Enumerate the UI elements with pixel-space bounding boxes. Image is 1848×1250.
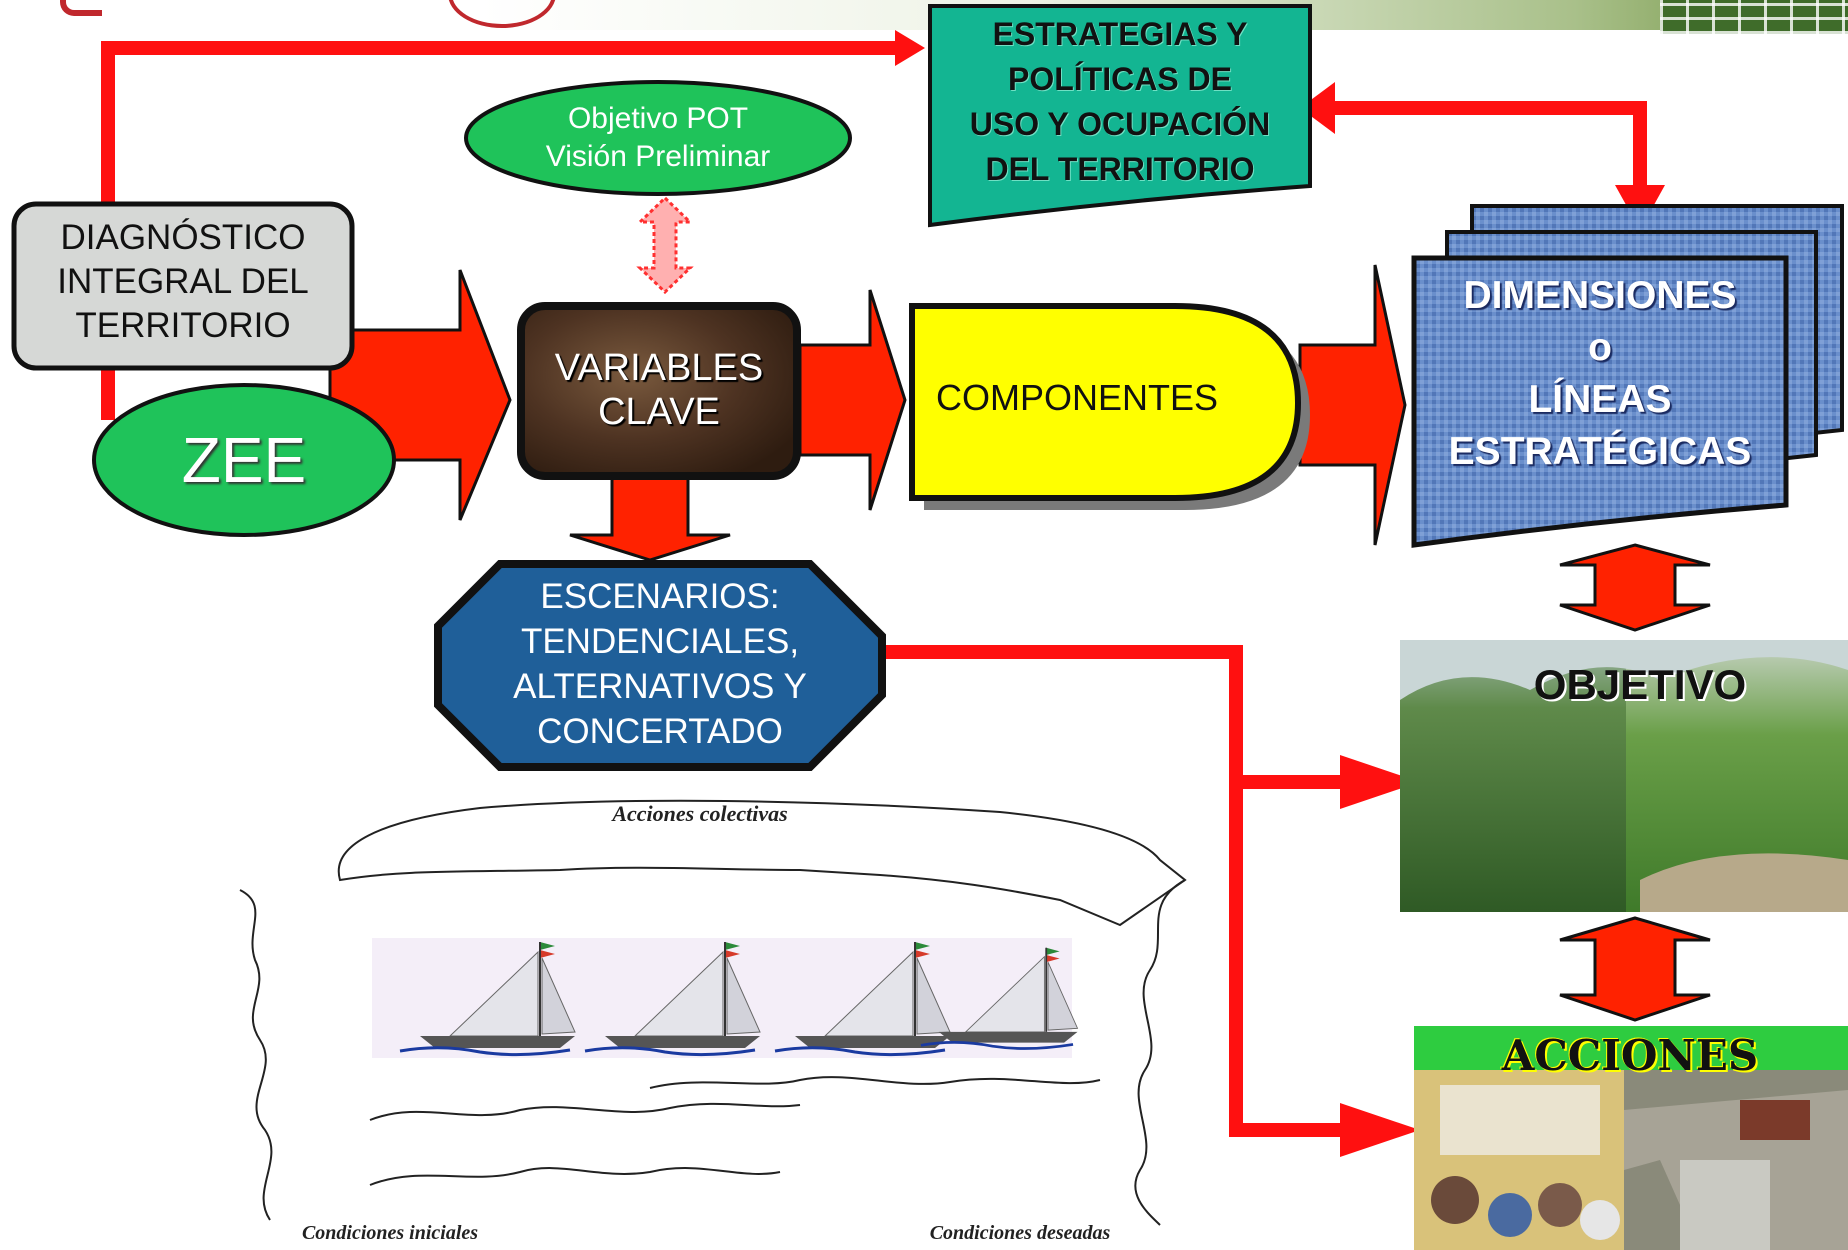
componentes-shape (909, 303, 1302, 501)
acciones-colectivas-label: Acciones colectivas (612, 801, 788, 826)
estrategias-line-3: USO Y OCUPACIÓN (969, 106, 1271, 142)
double-arrow-objetivo-acciones (1559, 916, 1711, 1022)
dimensiones-line-4: ESTRATÉGICAS (1448, 430, 1752, 473)
escenarios-line-4: CONCERTADO (537, 712, 783, 751)
zee-oval (92, 383, 396, 537)
objetivo-photo (1400, 640, 1848, 912)
double-arrows (1559, 543, 1711, 1022)
zee-label: ZEE (181, 424, 307, 496)
dimensiones-line-3: LÍNEAS (1528, 378, 1672, 421)
escenarios-octagon (434, 560, 886, 771)
escenarios-label: ESCENARIOS: TENDENCIALES, ALTERNATIVOS Y… (438, 574, 882, 754)
connector-estrategias-to-dimensiones (1330, 101, 1647, 190)
sailboat-icon (575, 936, 765, 1058)
collective-actions-illustration (239, 799, 1187, 1226)
arrowhead-acciones (1340, 1103, 1420, 1157)
diagnostico-box (11, 201, 355, 371)
objetivo-pot-line-2: Visión Preliminar (545, 140, 771, 173)
arrowhead-objetivo (1340, 755, 1420, 809)
dimensiones-front-page (1411, 255, 1789, 548)
estrategias-label: ESTRATEGIAS Y POLÍTICAS DE USO Y OCUPACI… (930, 12, 1310, 192)
dimensiones-line-2: o (1588, 326, 1612, 369)
objetivo-pot-label: Objetivo POT Visión Preliminar (466, 100, 850, 176)
componentes-label: COMPONENTES (935, 377, 1219, 418)
escenarios-line-1: ESCENARIOS: (540, 577, 780, 616)
arrowhead-estrategias (895, 30, 925, 66)
arrowhead-into-estrategias (1300, 82, 1335, 134)
diagnostico-label: DIAGNÓSTICO INTEGRAL DEL TERRITORIO (14, 216, 352, 348)
arrow-componentes-to-dimensiones (1298, 264, 1407, 546)
variables-clave-box (517, 302, 801, 480)
sailboat-icon (765, 936, 955, 1058)
objetivo-pot-oval (464, 80, 852, 196)
objetivo-label: OBJETIVO (1533, 661, 1747, 708)
diagnostico-line-3: TERRITORIO (75, 306, 291, 345)
estrategias-line-1: ESTRATEGIAS Y (992, 16, 1248, 52)
wave-line-3 (369, 1167, 781, 1186)
objetivo-pot-line-1: Objetivo POT (567, 102, 749, 135)
estrategias-line-2: POLÍTICAS DE (1007, 61, 1232, 97)
curved-arrow-acciones-colectivas (337, 799, 1187, 927)
wave-line-2 (369, 1102, 801, 1121)
block-arrows (328, 264, 1407, 562)
right-shore-line (1134, 879, 1186, 1226)
left-shore-line (239, 889, 273, 1221)
updown-arrow-objetivo-pot (636, 195, 694, 295)
escenarios-line-2: TENDENCIALES, (520, 622, 800, 661)
variables-clave-line-2: CLAVE (598, 391, 720, 433)
globe-corner-image (1660, 0, 1848, 34)
variables-clave-label: VARIABLES CLAVE (521, 346, 797, 434)
wave-line-1 (649, 1076, 1101, 1089)
estrategias-line-4: DEL TERRITORIO (985, 151, 1255, 187)
connector-escenarios-to-objetivo (870, 645, 1340, 1137)
diagnostico-line-1: DIAGNÓSTICO (60, 218, 306, 257)
condiciones-iniciales-label: Condiciones iniciales (301, 1222, 479, 1244)
escenarios-line-3: ALTERNATIVOS Y (513, 667, 807, 706)
acciones-photo (1414, 1026, 1848, 1250)
dimensiones-line-1: DIMENSIONES (1463, 274, 1737, 317)
sailboat-icon (912, 936, 1082, 1058)
sailboat-icon (390, 936, 580, 1058)
condiciones-deseadas-label: Condiciones deseadas (929, 1222, 1111, 1244)
arrow-variables-to-escenarios (569, 473, 731, 562)
variables-clave-line-1: VARIABLES (554, 347, 764, 389)
double-arrow-dimensiones-objetivo (1559, 543, 1711, 632)
arrow-variables-to-componentes (798, 289, 907, 511)
logo-fragment (60, 0, 102, 16)
acciones-label: ACCIONES (1501, 1031, 1759, 1080)
diagnostico-line-2: INTEGRAL DEL (57, 262, 309, 301)
estrategias-box (928, 4, 1312, 228)
dimensiones-label: DIMENSIONES o LÍNEAS ESTRATÉGICAS (1414, 270, 1786, 478)
